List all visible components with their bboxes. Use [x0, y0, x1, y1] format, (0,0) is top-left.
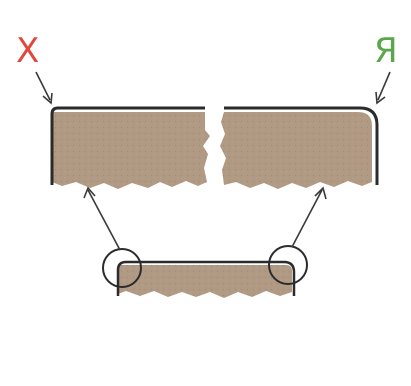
right-panel-body	[220, 112, 372, 189]
right-panel-rounded-edge	[220, 106, 379, 189]
left-panel-body	[52, 112, 210, 189]
detail-circle-right	[268, 245, 308, 285]
arrow-left-head	[83, 186, 96, 199]
wrong-mark-arrow-head	[42, 92, 53, 105]
left-panel-square-edge	[50, 106, 210, 189]
detail-panel-edge-line	[116, 260, 296, 296]
left-panel-edge-line	[50, 106, 205, 185]
detail-circle-left	[102, 248, 142, 288]
pointer-arrows	[83, 186, 327, 251]
mark-arrows	[35, 71, 391, 105]
arrow-left-shaft	[87, 189, 121, 251]
cross-icon: Х	[16, 31, 39, 71]
detail-panel-body	[118, 265, 292, 298]
right-panel-edge-line	[224, 106, 379, 185]
arrow-right-shaft	[291, 189, 323, 248]
right-mark-arrow-head	[375, 91, 386, 105]
detail-panel	[102, 245, 308, 298]
wrong-mark-arrow-shaft	[35, 71, 51, 101]
checkmark-icon: Я	[374, 31, 398, 71]
arrow-right-head	[314, 186, 327, 200]
right-mark-arrow-shaft	[377, 71, 391, 101]
